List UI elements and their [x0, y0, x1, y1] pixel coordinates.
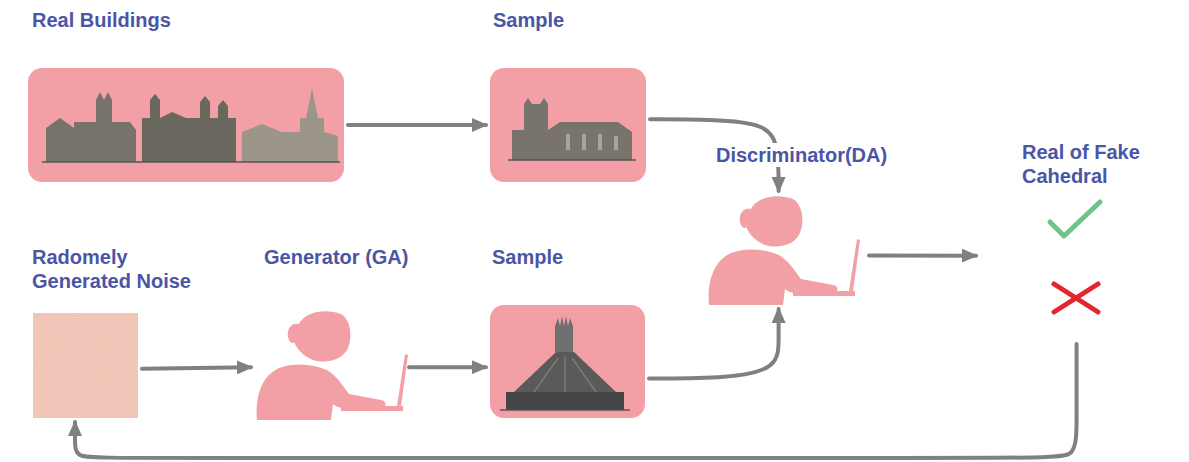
generator-figure	[257, 311, 408, 420]
window	[566, 134, 570, 150]
discriminator-figure	[709, 196, 860, 305]
flow-arrow	[75, 344, 1077, 458]
flow-arrow	[142, 367, 251, 368]
cross-mark	[1054, 284, 1098, 312]
node-heading: Sample	[490, 245, 565, 269]
node-heading: Radomely Generated Noise	[30, 245, 220, 293]
ground-line	[42, 161, 340, 163]
verdict-node: Real of Fake Cahedral	[980, 192, 1120, 340]
window	[598, 134, 602, 150]
flow-arrow	[348, 123, 486, 127]
flow-arrow	[409, 365, 486, 369]
noise-square	[33, 313, 138, 418]
node-heading: Real Buildings	[30, 8, 173, 32]
node-heading: Discriminator(DA)	[714, 143, 889, 167]
window	[614, 136, 618, 150]
check-mark	[1050, 202, 1100, 236]
window	[582, 134, 586, 150]
node-heading: Sample	[491, 8, 566, 32]
node-heading: Real of Fake Cahedral	[1020, 140, 1170, 188]
noise-texture	[33, 313, 138, 418]
cathedral-picture	[506, 392, 624, 410]
node-heading: Generator (GA)	[262, 245, 410, 269]
flow-arrow	[869, 254, 976, 258]
ground-line	[508, 159, 636, 161]
ground-line	[500, 409, 630, 411]
flow-arrow	[649, 309, 779, 378]
